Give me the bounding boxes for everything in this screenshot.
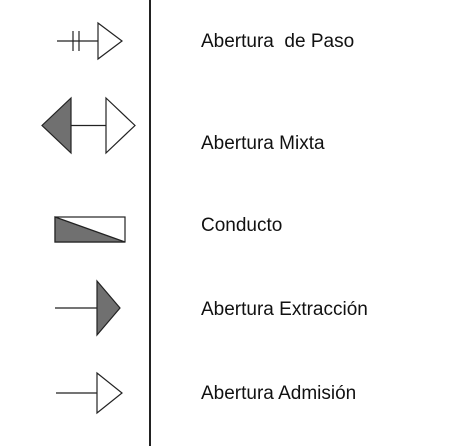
abertura-admision-icon xyxy=(56,371,123,415)
abertura-extraccion-icon xyxy=(55,279,121,337)
label-abertura-extraccion: Abertura Extracción xyxy=(201,299,368,320)
abertura-paso-icon xyxy=(57,21,123,61)
abertura-mixta-icon xyxy=(41,96,136,155)
label-conducto: Conducto xyxy=(201,215,283,236)
conducto-icon xyxy=(54,216,126,243)
label-abertura-admision: Abertura Admisión xyxy=(201,383,357,404)
vertical-divider xyxy=(149,0,151,446)
label-abertura-mixta: Abertura Mixta xyxy=(201,133,325,154)
label-abertura-paso: Abertura de Paso xyxy=(201,31,355,52)
